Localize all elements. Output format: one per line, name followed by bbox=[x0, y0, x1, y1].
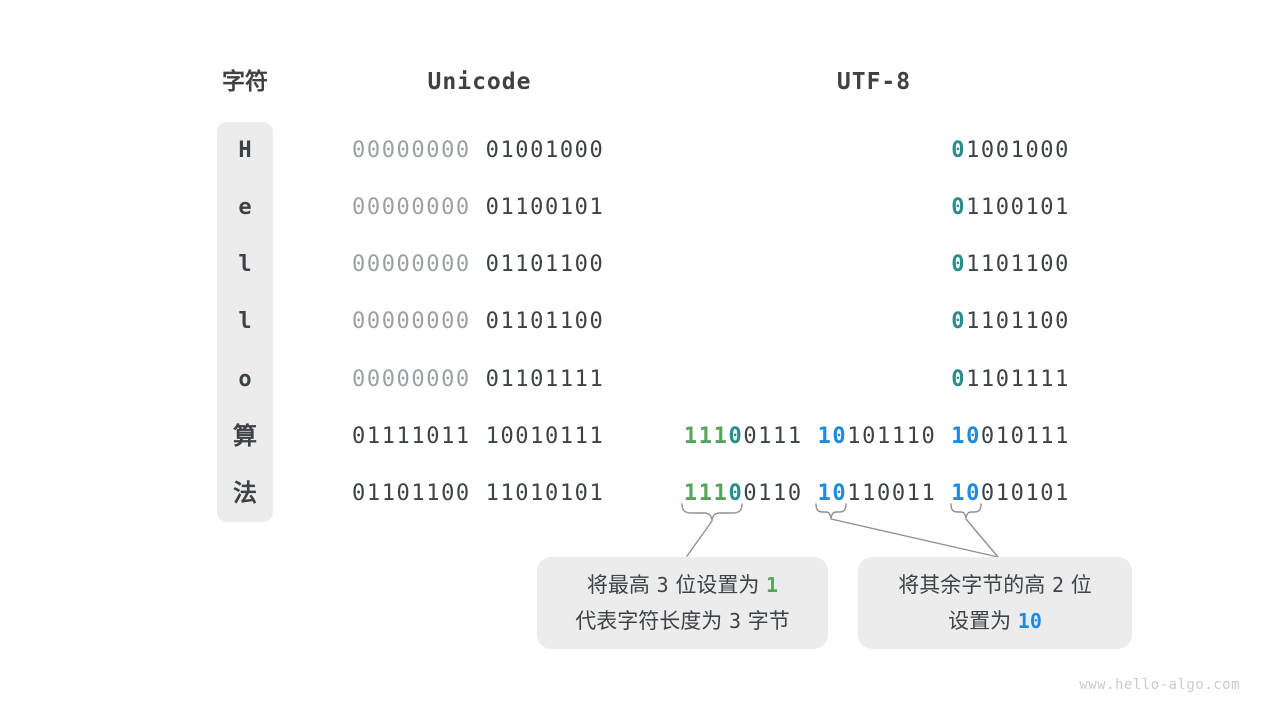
text-segment: 0 bbox=[728, 423, 744, 449]
connector-line-continuation-byte3 bbox=[965, 518, 999, 558]
text-segment: 01111011 10010111 bbox=[352, 423, 605, 449]
text-segment: 1101100 bbox=[966, 309, 1070, 335]
text-segment: 10 bbox=[817, 423, 848, 449]
text-segment: 10 bbox=[817, 480, 848, 506]
note-line: 设置为 10 bbox=[948, 603, 1042, 639]
column-header-character: 字符 bbox=[222, 69, 268, 95]
character-cell: 算 bbox=[233, 421, 257, 450]
utf8-bits: 01101100 bbox=[678, 236, 1070, 293]
note-leading-bits: 将最高 3 位设置为 1 代表字符长度为 3 字节 bbox=[537, 557, 828, 649]
text-segment: 10 bbox=[951, 423, 981, 449]
unicode-bits: 00000000 01100101 bbox=[352, 179, 772, 236]
text-segment: 0 bbox=[728, 480, 744, 506]
unicode-bits: 00000000 01101111 bbox=[352, 351, 772, 408]
utf8-bits: 11100110 10110011 10010101 bbox=[678, 465, 1070, 522]
text-segment bbox=[803, 481, 818, 506]
connector-line-continuation-byte2 bbox=[830, 518, 999, 558]
text-segment: 01001000 bbox=[485, 138, 605, 163]
text-segment bbox=[803, 424, 818, 449]
unicode-bits: 00000000 01001000 bbox=[352, 122, 772, 179]
text-segment: 101110 bbox=[847, 423, 937, 449]
character-cell: H bbox=[238, 138, 252, 163]
text-segment: 0 bbox=[951, 366, 967, 392]
text-segment: 00000000 bbox=[352, 252, 486, 278]
text-segment: 10 bbox=[951, 480, 981, 506]
character-cell: o bbox=[238, 366, 252, 392]
text-segment: 0 bbox=[951, 252, 967, 278]
unicode-bits: 00000000 01101100 bbox=[352, 293, 772, 350]
character-cell: l bbox=[238, 309, 252, 335]
text-segment: 00000000 bbox=[352, 195, 486, 221]
character-column-background bbox=[217, 122, 273, 522]
text-segment: 设置为 bbox=[948, 609, 1018, 633]
unicode-bits: 01111011 10010111 bbox=[352, 408, 772, 465]
text-segment: 3 bbox=[656, 573, 669, 597]
character-cell: e bbox=[238, 195, 252, 221]
text-segment bbox=[936, 481, 951, 506]
text-segment: 1 bbox=[766, 573, 779, 597]
note-line: 将其余字节的高 2 位 bbox=[898, 567, 1091, 603]
character-cell: 法 bbox=[233, 478, 257, 507]
unicode-bits: 00000000 01101100 bbox=[352, 236, 772, 293]
text-segment: 01101111 bbox=[485, 366, 605, 392]
text-segment: 代表字符长度为 bbox=[575, 609, 729, 633]
text-segment: 010101 bbox=[980, 480, 1070, 506]
text-segment: 1100101 bbox=[966, 195, 1070, 221]
text-segment: 0111 bbox=[743, 423, 803, 449]
text-segment: 01101100 bbox=[485, 252, 605, 278]
utf8-bits: 01101100 bbox=[678, 293, 1070, 350]
unicode-bits: 01101100 11010101 bbox=[352, 465, 772, 522]
column-header-unicode: Unicode bbox=[427, 69, 532, 95]
text-segment: 00000000 bbox=[352, 309, 486, 335]
text-segment: 字节 bbox=[741, 609, 790, 633]
note-continuation-bits: 将其余字节的高 2 位 设置为 10 bbox=[858, 557, 1132, 649]
text-segment: 010111 bbox=[980, 423, 1070, 449]
text-segment: 位设置为 bbox=[668, 573, 767, 597]
text-segment: 111 bbox=[683, 480, 729, 506]
column-header-utf8: UTF-8 bbox=[836, 69, 912, 95]
text-segment: 3 bbox=[728, 609, 742, 633]
text-segment: 00000000 bbox=[352, 138, 486, 163]
text-segment: 10 bbox=[1017, 609, 1042, 633]
text-segment: 将其余字节的高 bbox=[898, 573, 1052, 597]
note-line: 将最高 3 位设置为 1 bbox=[587, 567, 778, 603]
utf8-bits: 01001000 bbox=[678, 122, 1070, 179]
text-segment bbox=[936, 424, 951, 449]
note-line: 代表字符长度为 3 字节 bbox=[575, 603, 789, 639]
utf8-bits: 01100101 bbox=[678, 179, 1070, 236]
text-segment: 111 bbox=[683, 423, 729, 449]
text-segment: 01101100 bbox=[485, 309, 605, 335]
character-cell: l bbox=[238, 252, 252, 278]
text-segment: 00000000 bbox=[352, 366, 486, 392]
text-segment: 将最高 bbox=[586, 573, 657, 597]
text-segment: 01100101 bbox=[485, 195, 605, 221]
text-segment: 0 bbox=[951, 138, 967, 163]
text-segment: 01101100 11010101 bbox=[352, 480, 605, 506]
text-segment: 110011 bbox=[847, 480, 937, 506]
watermark: www.hello-algo.com bbox=[1079, 677, 1240, 693]
connector-line-leading-bits bbox=[686, 520, 713, 557]
text-segment: 1001000 bbox=[966, 138, 1070, 163]
text-segment: 1101100 bbox=[966, 252, 1070, 278]
text-segment: 1101111 bbox=[966, 366, 1070, 392]
text-segment: 2 bbox=[1051, 573, 1065, 597]
text-segment: 0 bbox=[951, 309, 967, 335]
text-segment: 0 bbox=[951, 195, 967, 221]
utf8-bits: 01101111 bbox=[678, 351, 1070, 408]
text-segment: 位 bbox=[1064, 573, 1092, 597]
text-segment: 0110 bbox=[743, 480, 803, 506]
utf8-bits: 11100111 10101110 10010111 bbox=[678, 408, 1070, 465]
